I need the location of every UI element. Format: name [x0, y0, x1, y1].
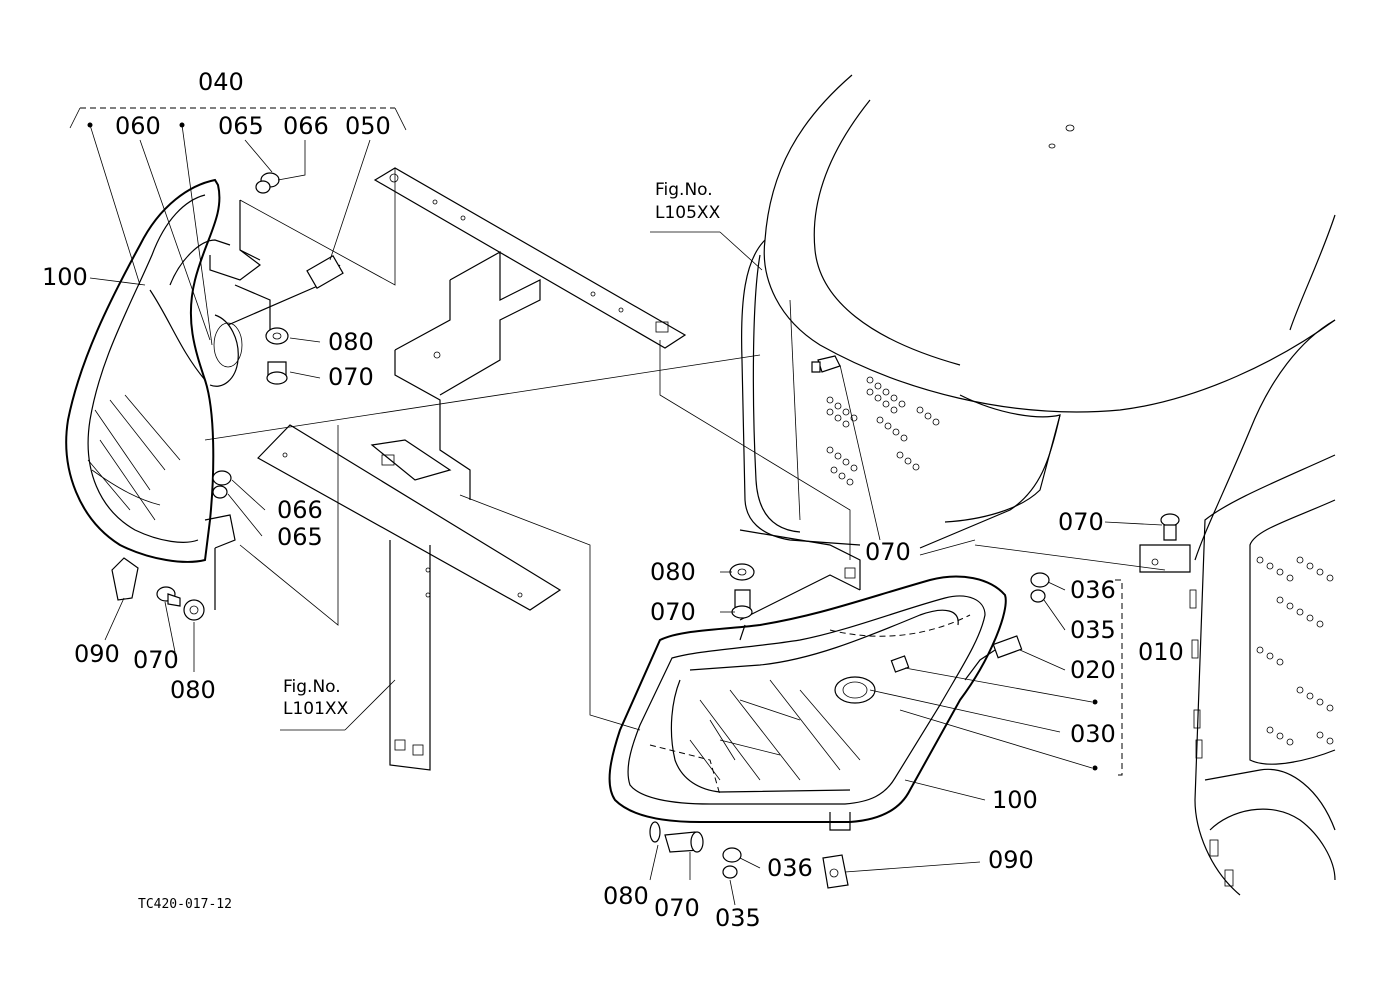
figure-reference-l105: Fig.No. L105XX — [655, 180, 721, 223]
right-fasteners — [649, 355, 1180, 889]
fig-ref-line2: L101XX — [283, 699, 349, 719]
label-065-mid: 065 — [277, 523, 323, 551]
label-070-bottom: 070 — [654, 894, 700, 922]
label-065-top: 065 — [218, 112, 264, 140]
right-headlight — [608, 574, 1023, 831]
label-035-bottom: 035 — [715, 904, 761, 932]
label-030: 030 — [1070, 720, 1116, 748]
label-070-left-upper: 070 — [328, 363, 374, 391]
label-020: 020 — [1070, 656, 1116, 684]
fig-ref-line1: Fig.No. — [655, 180, 713, 200]
label-090-left: 090 — [74, 640, 120, 668]
label-066-mid: 066 — [277, 496, 323, 524]
label-090-right: 090 — [988, 846, 1034, 874]
label-080-left-lower: 080 — [170, 676, 216, 704]
label-070-center: 070 — [865, 538, 911, 566]
left-fasteners — [111, 172, 289, 621]
label-040: 040 — [198, 68, 244, 96]
hood-body — [741, 74, 1336, 896]
label-060: 060 — [115, 112, 161, 140]
fig-ref-line1: Fig.No. — [283, 677, 341, 697]
label-080-center: 080 — [650, 558, 696, 586]
fig-ref-line2: L105XX — [655, 203, 721, 223]
label-070-left-lower: 070 — [133, 646, 179, 674]
label-100-right: 100 — [992, 786, 1038, 814]
label-080-bottom: 080 — [603, 882, 649, 910]
label-050: 050 — [345, 112, 391, 140]
label-036-bottom: 036 — [767, 854, 813, 882]
label-010: 010 — [1138, 638, 1184, 666]
label-035-right: 035 — [1070, 616, 1116, 644]
drawing-code: TC420-017-12 — [138, 897, 232, 912]
left-headlight — [65, 178, 344, 610]
leader-lines — [69, 107, 1166, 906]
label-070-right: 070 — [1058, 508, 1104, 536]
label-100-left: 100 — [42, 263, 88, 291]
label-080-left-upper: 080 — [328, 328, 374, 356]
label-036-right: 036 — [1070, 576, 1116, 604]
figure-reference-l101: Fig.No. L101XX — [283, 677, 349, 719]
label-066-top: 066 — [283, 112, 329, 140]
label-070-center-lower: 070 — [650, 598, 696, 626]
bracket-frame — [257, 167, 861, 771]
part-labels: 040 060 065 066 050 100 080 070 066 065 … — [42, 68, 1184, 932]
